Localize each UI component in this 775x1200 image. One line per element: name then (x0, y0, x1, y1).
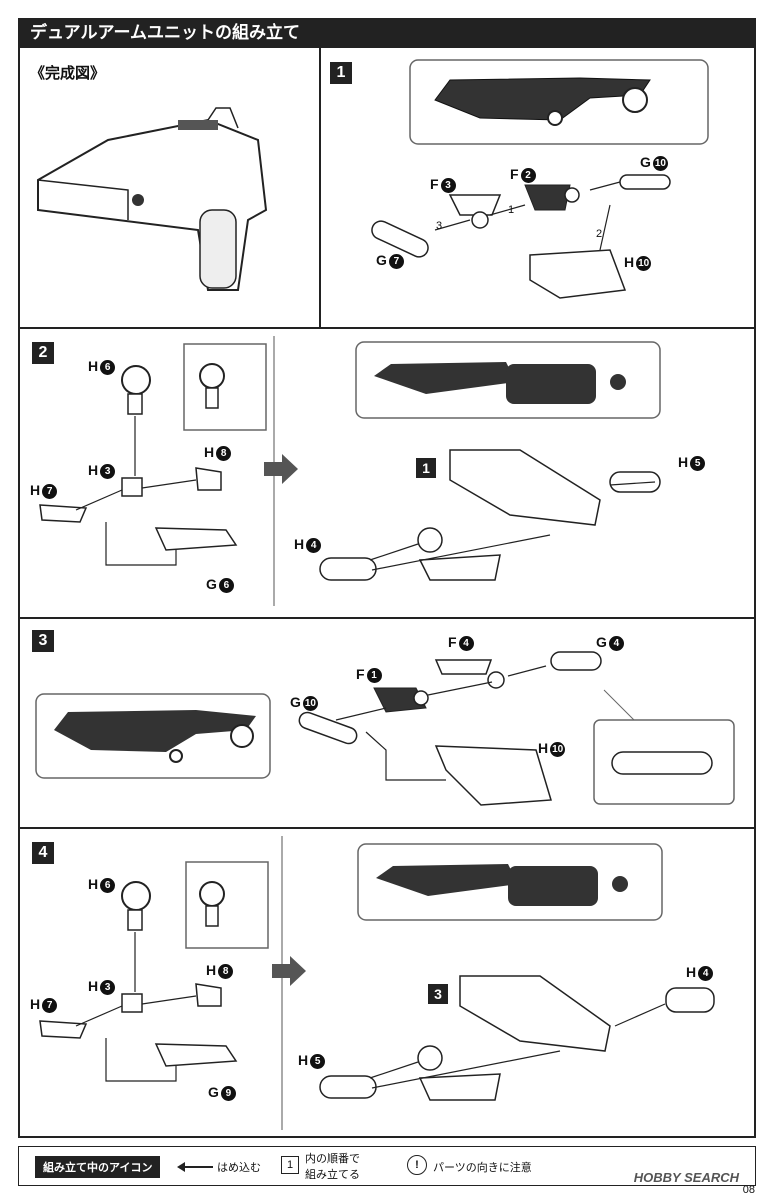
step1-result-box (409, 59, 709, 145)
page-title: デュアルアームユニットの組み立て (18, 18, 756, 48)
completed-unit-illustration (37, 107, 268, 291)
step2-joint-parts (39, 365, 238, 566)
step2-detail-box (183, 343, 267, 431)
step4-assembly-parts (319, 975, 715, 1101)
step-badge-1: 1 (330, 62, 352, 84)
step3-exploded-parts (298, 651, 602, 806)
step4-detail-box (185, 861, 269, 949)
step3-detail-box (593, 689, 735, 805)
order-hex-icon: 1 (281, 1156, 299, 1174)
watermark: HOBBY SEARCH (633, 1170, 739, 1185)
legend-title: 組み立て中のアイコン (35, 1156, 161, 1178)
page-number: 08 (742, 1184, 755, 1196)
step-badge-3: 3 (32, 630, 54, 652)
icon-legend: 組み立て中のアイコン はめ込む 1 内の順番で 組み立てる ! パーツの向きに注… (18, 1146, 756, 1186)
complete-label: 《完成図》 (30, 65, 106, 82)
order-marker: 3 (436, 220, 443, 232)
step1-exploded-parts (371, 174, 671, 299)
legend-order-line2: 組み立てる (305, 1169, 360, 1181)
step-badge-4: 4 (32, 842, 54, 864)
legend-order-line1: 内の順番で (305, 1153, 360, 1165)
step2-result-box (355, 341, 661, 419)
order-marker: 1 (508, 204, 515, 216)
legend-caution-text: パーツの向きに注意 (433, 1162, 532, 1174)
next-arrow-icon (264, 454, 298, 484)
step2-assembly-parts (319, 449, 661, 581)
ref-step-badge: 1 (416, 458, 436, 478)
caution-icon: ! (407, 1155, 427, 1175)
ref-step-badge: 3 (428, 984, 448, 1004)
step3-result-box (35, 693, 271, 779)
step4-result-box (357, 843, 663, 921)
step4-joint-parts (39, 881, 238, 1082)
step-badge-2: 2 (32, 342, 54, 364)
legend-insert-text: はめ込む (217, 1162, 261, 1174)
insert-arrow-icon (177, 1162, 213, 1172)
next-arrow-icon (272, 956, 306, 986)
order-marker: 2 (596, 228, 603, 240)
